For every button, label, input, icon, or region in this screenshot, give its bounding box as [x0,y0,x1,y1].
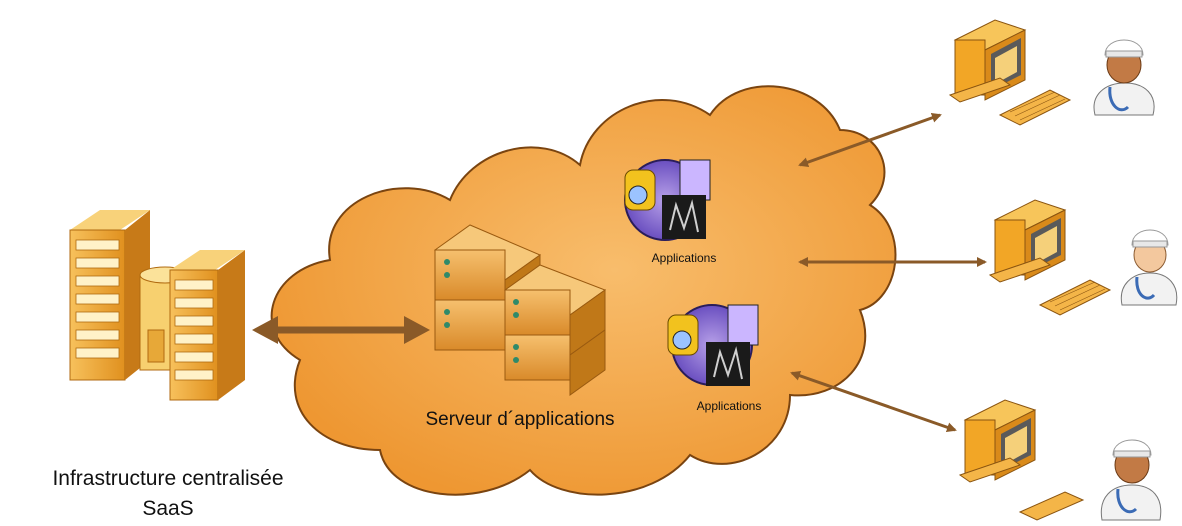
client-workstation-1 [948,19,1155,126]
arrow-infra-server [252,316,430,344]
apps-bottom-label: Applications [697,399,762,413]
infra-label-line1: Infrastructure centralisée [52,467,283,490]
client-workstation-3 [958,399,1162,521]
application-icon [667,304,759,386]
application-icon [624,159,711,241]
infra-label-line2: SaaS [142,497,193,520]
client-workstation-2 [988,199,1178,316]
doctor-icon [1093,39,1155,116]
doctor-icon [1100,439,1162,521]
arrow-cloud-client-1 [798,112,942,168]
arrow-cloud-client-3 [790,370,957,433]
server-label: Serveur d´applications [425,409,614,430]
computer-icon [948,19,1072,126]
computer-icon [958,399,1085,521]
server-rack-icon [433,224,607,396]
computer-icon [988,199,1112,316]
datacenter-building-icon [69,210,245,401]
doctor-icon [1120,229,1178,306]
apps-top-label: Applications [652,251,717,265]
